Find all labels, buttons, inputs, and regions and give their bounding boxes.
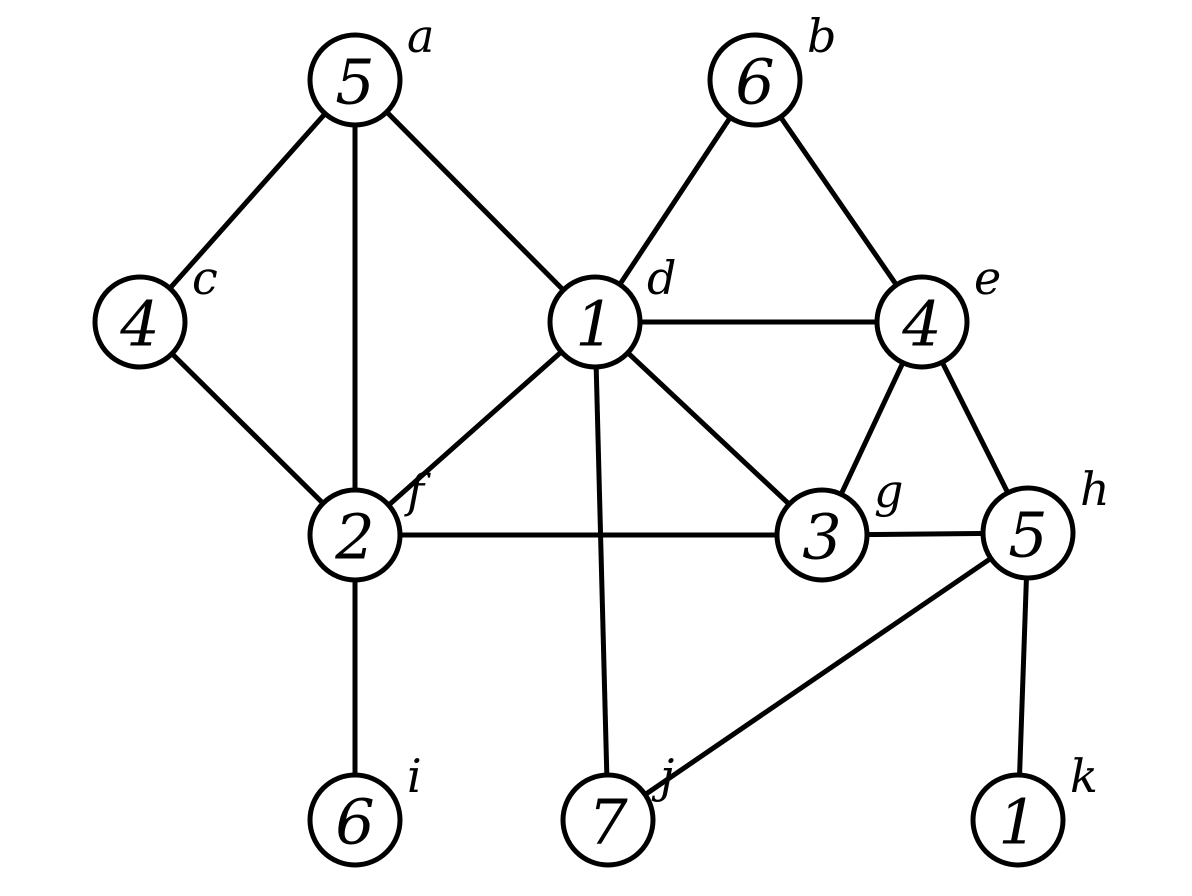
node-j: 7j [560, 749, 674, 868]
edge-d-j [592, 319, 611, 823]
node-k-value: 1 [998, 786, 1037, 859]
node-a-value: 5 [335, 46, 374, 119]
node-j-circle [560, 772, 656, 868]
node-k: 1k [970, 749, 1098, 868]
node-a: 5a [307, 9, 434, 128]
edge-d-g [592, 319, 825, 538]
node-c-circle [92, 274, 188, 370]
node-c: 4c [92, 251, 218, 370]
edge-a-d [352, 77, 598, 325]
node-j-label: j [651, 749, 674, 803]
node-c-label: c [192, 251, 218, 305]
edge-h-j [605, 530, 1031, 823]
node-g-value: 3 [802, 501, 841, 574]
edge-b-e [752, 77, 925, 325]
node-b-circle [707, 32, 803, 128]
node-h-circle [980, 485, 1076, 581]
edge-d-f [352, 319, 598, 538]
edge-h-k [1015, 530, 1031, 823]
node-i-label: i [407, 749, 422, 803]
node-b-label: b [807, 9, 836, 63]
node-e-circle [874, 274, 970, 370]
node-d-circle [547, 274, 643, 370]
node-d-value: 1 [575, 288, 614, 361]
node-d-label: d [647, 251, 676, 305]
node-b: 6b [707, 9, 836, 128]
node-i-value: 6 [335, 786, 374, 859]
edge-b-d [592, 77, 758, 325]
node-h: 5h [980, 462, 1110, 581]
node-i: 6i [307, 749, 422, 868]
node-f: 2f [307, 464, 431, 583]
node-a-label: a [407, 9, 434, 63]
node-g-label: g [874, 464, 903, 518]
node-j-value: 7 [588, 786, 628, 859]
node-e-value: 4 [901, 288, 941, 361]
node-g: 3g [774, 464, 903, 583]
node-e-label: e [974, 251, 1001, 305]
edges-layer [137, 77, 1031, 823]
node-f-value: 2 [334, 501, 374, 574]
node-k-label: k [1070, 749, 1098, 803]
node-h-label: h [1080, 462, 1110, 516]
node-g-circle [774, 487, 870, 583]
node-a-circle [307, 32, 403, 128]
node-i-circle [307, 772, 403, 868]
node-h-value: 5 [1008, 499, 1047, 572]
edge-a-c [137, 77, 358, 325]
edge-c-f [137, 319, 358, 538]
node-c-value: 4 [119, 288, 159, 361]
node-f-circle [307, 487, 403, 583]
node-d: 1d [547, 251, 676, 370]
node-e: 4e [874, 251, 1001, 370]
node-k-circle [970, 772, 1066, 868]
node-b-value: 6 [735, 46, 774, 119]
